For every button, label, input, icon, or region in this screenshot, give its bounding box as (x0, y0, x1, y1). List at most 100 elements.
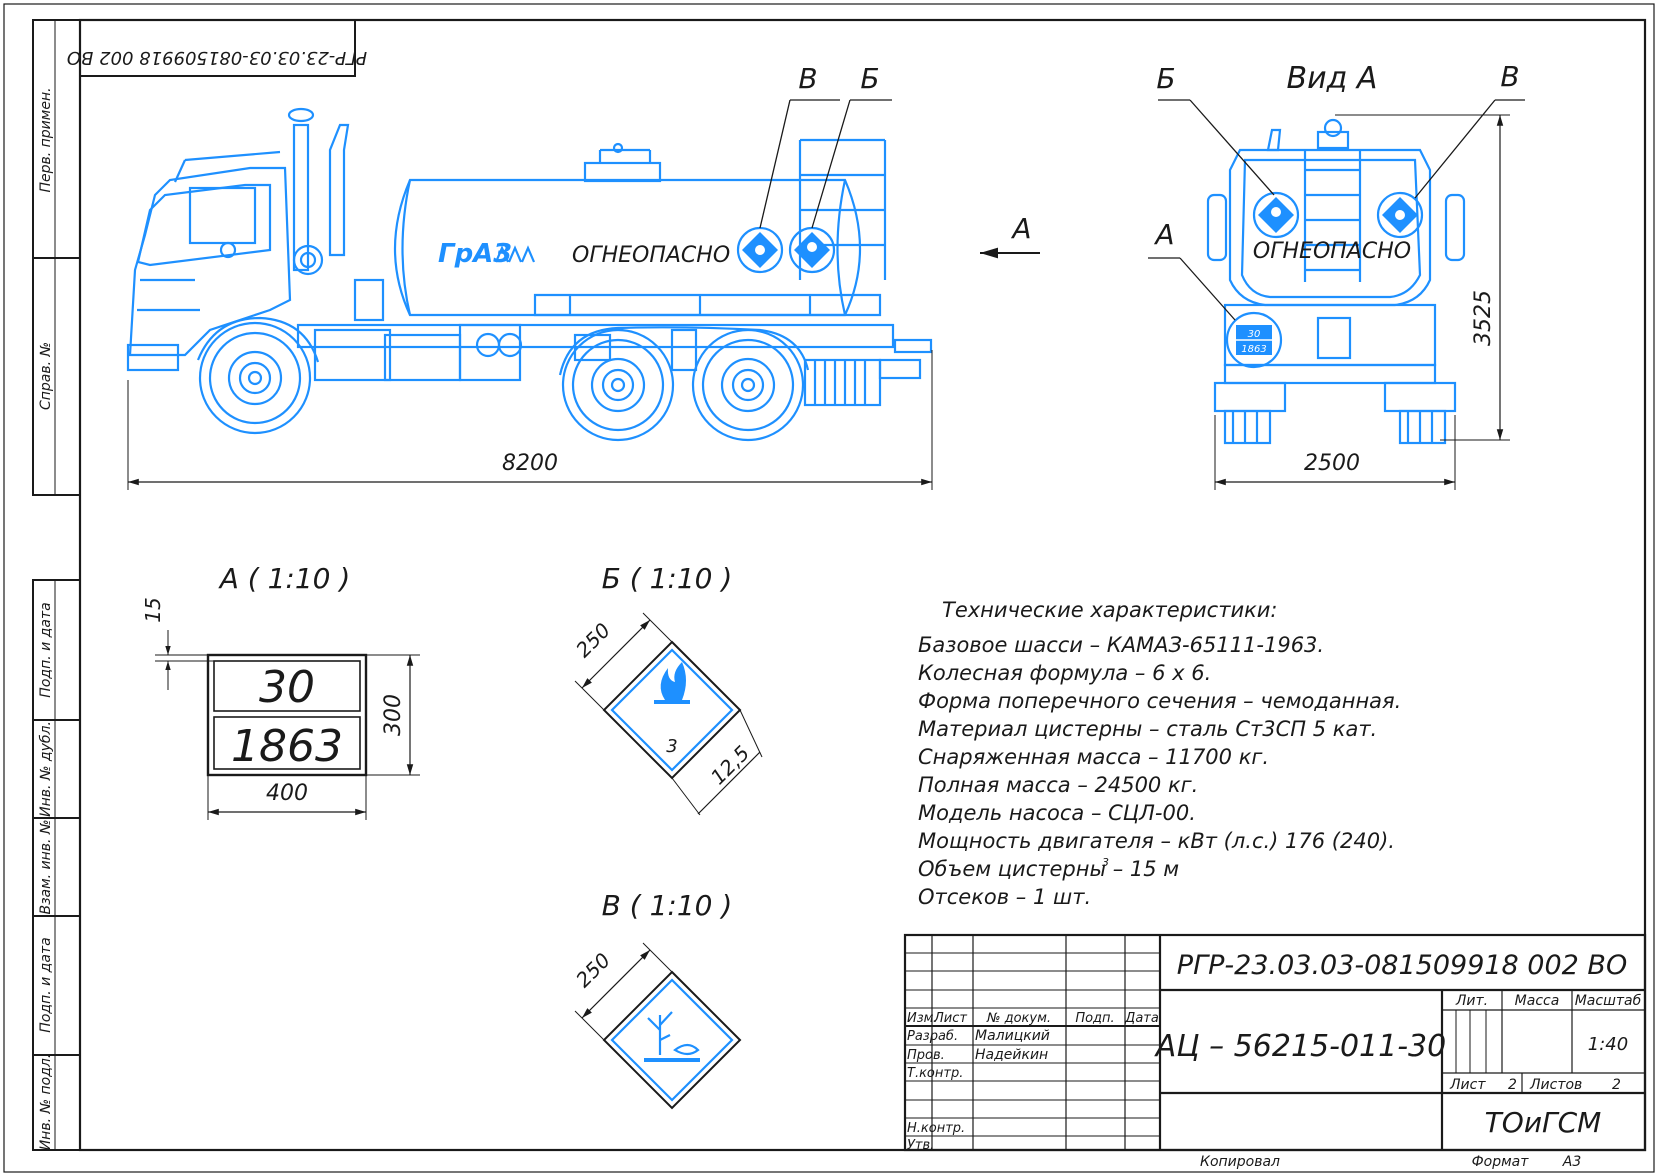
mirrored-code-box: РГР-23.03.03-081509918 002 ВО (67, 19, 367, 77)
rear-marker-a: А (1153, 218, 1174, 251)
title-block (903, 933, 1647, 1152)
checker-name: Надейкин (975, 1047, 1048, 1063)
spec-line-6: Полная масса – 24500 кг. (918, 773, 1198, 797)
row-label-checker: Пров. (907, 1048, 945, 1063)
rear-plate-top: 30 (1248, 329, 1261, 340)
col-header-change: Изм. (907, 1011, 938, 1026)
length-dimension (127, 350, 933, 490)
side-label-first-use: Перв. примен. (38, 87, 54, 192)
detail-a-bottom-number: 1863 (231, 721, 343, 772)
spec-line-1: Базовое шасси – КАМАЗ-65111-1963. (918, 633, 1324, 657)
main-marker-b: Б (860, 62, 879, 95)
length-dim-value: 8200 (502, 451, 558, 476)
sheet-value: 2 (1508, 1077, 1517, 1093)
footer-format-value: А3 (1562, 1154, 1581, 1170)
side-label-sign-date-2: Подп. и дата (38, 937, 54, 1032)
rear-hazard-plate: 30 1863 (1236, 325, 1272, 355)
mass-header: Масса (1515, 993, 1560, 1009)
detail-v-dimensions (574, 942, 673, 1041)
detail-a-width-dim: 400 (266, 781, 308, 806)
spec-line-10: Отсеков – 1 шт. (918, 885, 1091, 909)
title-right-cells: Лит. Масса Масштаб 1:40 Лист 2 Листов 2 … (1449, 993, 1642, 1139)
rear-dimensions (1214, 114, 1510, 490)
side-label-ref-no: Справ. № (38, 342, 54, 410)
main-view-leaders (759, 99, 892, 229)
detail-a-dimensions (155, 630, 420, 820)
spec-line-7: Модель насоса – СЦЛ-00. (918, 801, 1196, 825)
side-label-orig-inv: Инв. № подл. (38, 1054, 54, 1151)
spec-line-9: Объем цистерны – 15 м (918, 857, 1179, 881)
footer-copied: Копировал (1200, 1154, 1280, 1170)
rear-width-dim: 2500 (1304, 451, 1360, 476)
col-header-sign: Подп. (1075, 1011, 1114, 1026)
view-arrow-label: А (1010, 212, 1031, 245)
detail-a-offset-dim: 15 (141, 597, 165, 622)
row-label-tech-control: Т.контр. (907, 1066, 963, 1081)
side-label-repl-inv: Взам. инв. № (38, 819, 54, 914)
sheets-value: 2 (1612, 1077, 1621, 1093)
title-doc-code: РГР-23.03.03-081509918 002 ВО (1177, 950, 1627, 981)
rear-hazard-sign-environmental (1376, 191, 1424, 239)
hazard-sign-environmental (736, 226, 784, 274)
flame-icon (660, 662, 686, 700)
rear-tank-flammable-label: ОГНЕОПАСНО (1253, 239, 1411, 264)
rear-view-leaders (1148, 99, 1525, 321)
title-row-labels: Разраб. Пров. Т.контр. Н.контр. Утв. Мал… (907, 1028, 1050, 1153)
scale-header: Масштаб (1575, 993, 1642, 1009)
detail-v-environmental-diamond (602, 970, 742, 1110)
side-label-sign-date-1: Подп. и дата (38, 602, 54, 697)
technical-specs: Технические характеристики: Базовое шасс… (918, 598, 1401, 909)
lit-header: Лит. (1455, 993, 1488, 1009)
rear-view-title: Вид А (1287, 61, 1378, 96)
spec-line-2: Колесная формула – 6 х 6. (918, 661, 1211, 685)
row-label-developer: Разраб. (907, 1029, 958, 1044)
dead-tree-fish-icon (647, 1011, 700, 1056)
scale-value: 1:40 (1588, 1034, 1628, 1055)
rear-hazard-sign-flammable (1252, 191, 1300, 239)
col-header-date: Дата (1124, 1011, 1159, 1026)
hazard-sign-flammable (788, 226, 836, 274)
sheet-frame (3, 3, 1655, 1173)
main-marker-v: В (798, 62, 817, 95)
mirrored-doc-code: РГР-23.03.03-081509918 002 ВО (67, 47, 367, 68)
sheet-label: Лист (1449, 1077, 1486, 1093)
detail-b-title: Б ( 1:10 ) (602, 562, 733, 595)
detail-b-border-dim: 12,5 (706, 741, 754, 789)
developer-name: Малицкий (975, 1028, 1050, 1044)
rear-marker-v: В (1500, 60, 1519, 93)
side-label-dup-inv: Инв. № дубл. (38, 721, 54, 817)
sheets-label: Листов (1529, 1077, 1582, 1093)
col-header-doc-no: № докум. (986, 1011, 1051, 1026)
truck-side-view (126, 107, 933, 442)
spec-line-5: Снаряженная масса – 11700 кг. (918, 745, 1269, 769)
footer-format-label: Формат (1472, 1154, 1530, 1170)
detail-b-side-dim: 250 (571, 618, 615, 662)
spec-line-8: Мощность двигателя – кВт (л.с.) 176 (240… (918, 829, 1395, 853)
tank-flammable-label: ОГНЕОПАСНО (572, 243, 730, 268)
detail-b-dimensions (574, 612, 763, 816)
rear-height-dim: 3525 (1471, 290, 1496, 346)
detail-a-plate (206, 653, 368, 777)
truck-rear-view (1206, 118, 1466, 445)
detail-b-class-number: 3 (666, 736, 677, 757)
detail-v-title: В ( 1:10 ) (602, 889, 733, 922)
row-label-norm-control: Н.контр. (907, 1121, 965, 1136)
spec-superscript: 3 (1102, 856, 1109, 869)
detail-a-top-number: 30 (259, 662, 315, 713)
rear-marker-b: Б (1156, 62, 1175, 95)
side-stamp-labels: Перв. примен. Справ. № Подп. и дата Инв.… (38, 87, 54, 1150)
row-label-approved: Утв. (907, 1138, 934, 1153)
detail-v-side-dim: 250 (571, 948, 615, 992)
specs-heading: Технические характеристики: (942, 598, 1278, 622)
title-product-name: АЦ – 56215-011-30 (1154, 1029, 1446, 1064)
spec-line-3: Форма поперечного сечения – чемоданная. (918, 689, 1401, 713)
logo-text: ГрАЗ (438, 239, 512, 269)
title-col-headers: Изм. Лист № докум. Подп. Дата (907, 1011, 1159, 1026)
detail-a-title: А ( 1:10 ) (218, 562, 351, 595)
organization-name: ТОиГСМ (1485, 1106, 1602, 1139)
tank-logo: ГрАЗ (438, 239, 536, 269)
col-header-sheet: Лист (933, 1011, 967, 1026)
detail-a-height-dim: 300 (381, 694, 406, 736)
rear-plate-bottom: 1863 (1241, 344, 1266, 355)
